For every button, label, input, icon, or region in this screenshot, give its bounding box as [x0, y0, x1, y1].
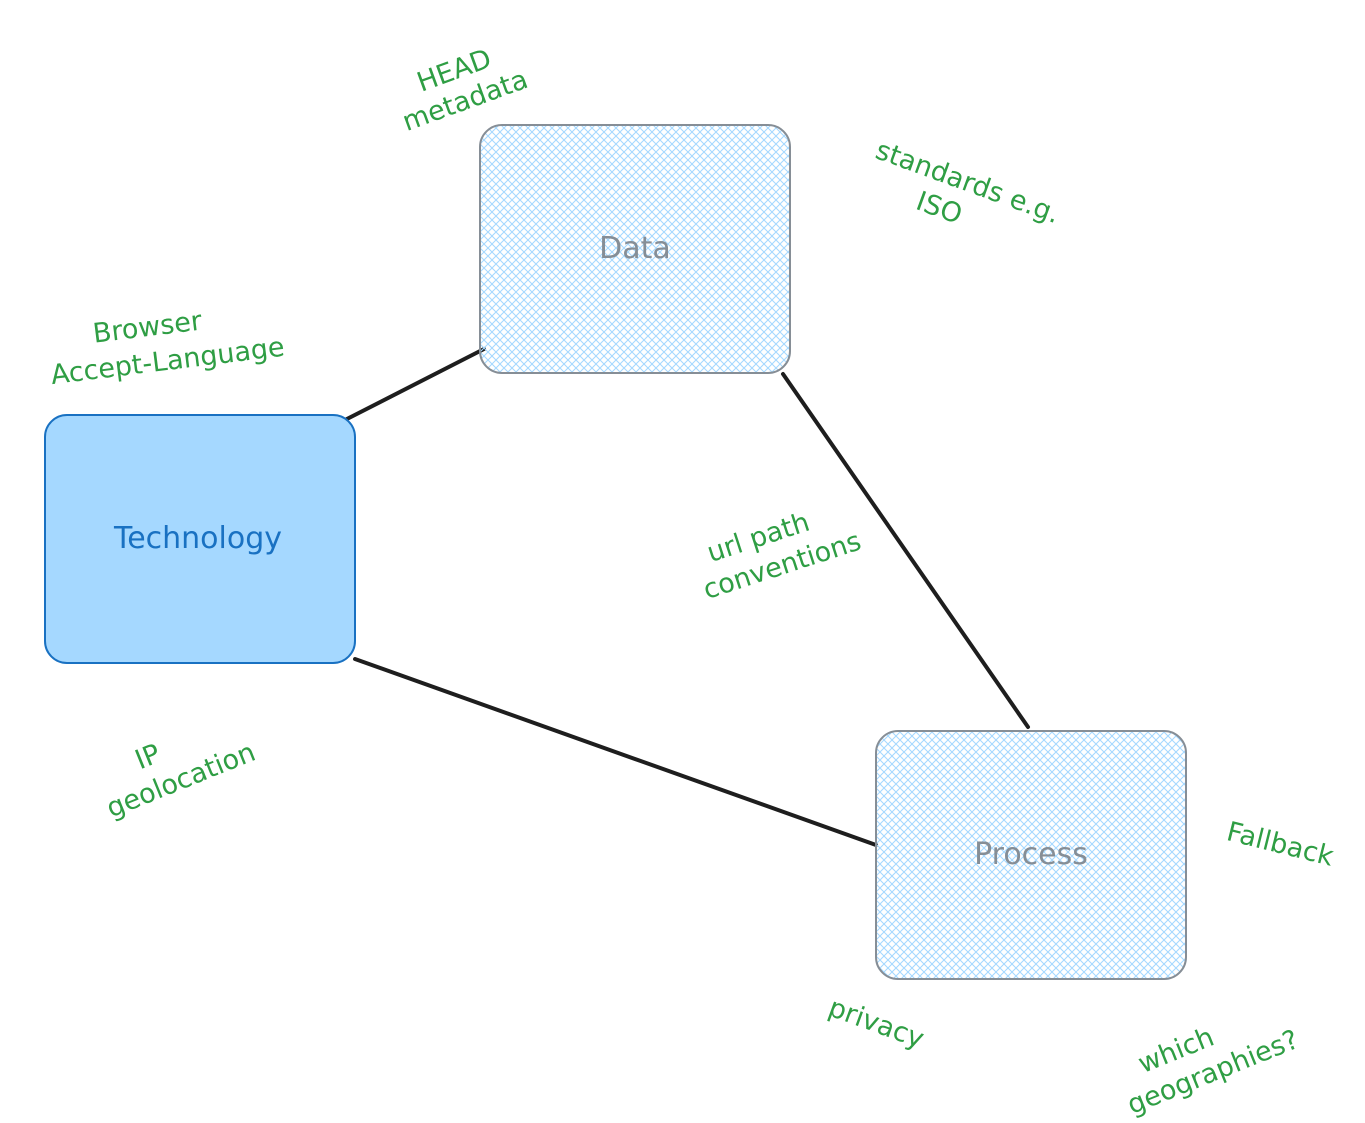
- connector-technology-process[interactable]: [353, 657, 878, 847]
- annotation-line: Fallback: [1224, 816, 1337, 872]
- connector-data-process[interactable]: [781, 372, 1030, 729]
- data-node-label: Data: [599, 231, 671, 266]
- annotation-url-path[interactable]: url path conventions: [689, 493, 865, 606]
- annotation-line: standards e.g.: [872, 135, 1064, 230]
- connectors: [341, 347, 1030, 847]
- data-node[interactable]: Data: [479, 124, 791, 374]
- annotation-line: IP: [131, 738, 165, 776]
- annotation-privacy[interactable]: privacy: [824, 992, 928, 1055]
- technology-node-box[interactable]: [44, 414, 356, 664]
- annotation-browser[interactable]: Browser Accept-Language: [45, 296, 286, 391]
- connector-technology-data[interactable]: [341, 347, 486, 423]
- annotation-which-geographies[interactable]: which geographies?: [1110, 993, 1303, 1121]
- technology-node-label: Technology: [113, 521, 282, 556]
- data-node-box[interactable]: [479, 124, 791, 374]
- annotation-standards[interactable]: standards e.g. ISO: [860, 135, 1064, 262]
- annotation-fallback[interactable]: Fallback: [1224, 816, 1337, 872]
- annotation-line: geolocation: [102, 737, 260, 825]
- annotation-head-metadata[interactable]: HEAD metadata: [388, 34, 533, 138]
- process-node[interactable]: Process: [875, 730, 1187, 980]
- annotation-line: privacy: [824, 992, 928, 1055]
- process-node-label: Process: [974, 837, 1088, 872]
- process-node-box[interactable]: [875, 730, 1187, 980]
- annotation-ip-geolocation[interactable]: IP geolocation: [90, 705, 260, 825]
- technology-node[interactable]: Technology: [44, 414, 356, 664]
